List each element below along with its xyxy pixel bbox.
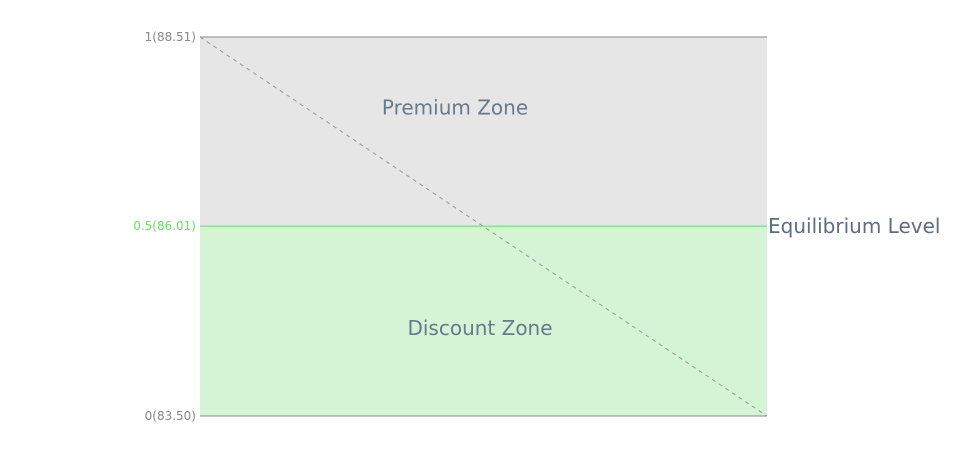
diagonal-trend-line [199, 36, 768, 417]
discount-zone-area [200, 226, 767, 416]
premium-zone-label: Premium Zone [382, 96, 528, 120]
tick-label-bottom: 0(83.50) [145, 409, 196, 423]
equilibrium-label: Equilibrium Level [768, 214, 940, 238]
tick-label-mid: 0.5(86.01) [133, 219, 196, 233]
tick-label-top: 1(88.51) [145, 30, 196, 44]
discount-zone-label: Discount Zone [407, 316, 552, 340]
premium-zone-area [200, 37, 767, 227]
